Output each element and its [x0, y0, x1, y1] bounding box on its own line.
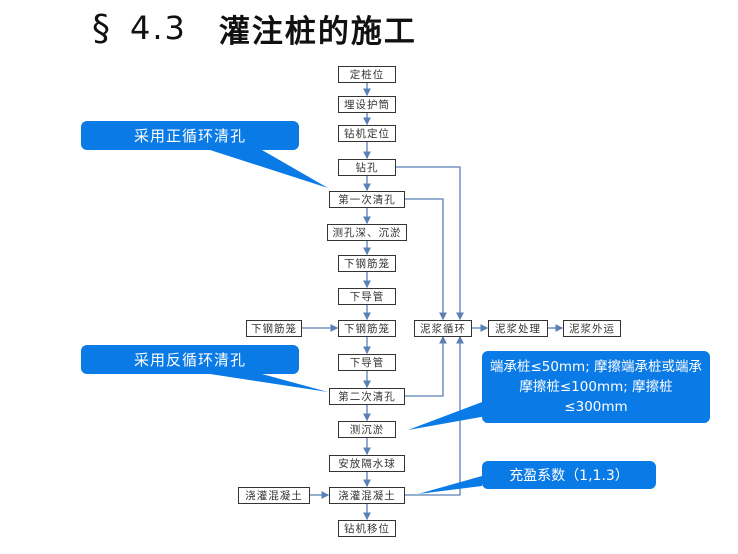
callout-pointer-forward [210, 150, 328, 188]
connector-second-clean-to-slurry [405, 335, 447, 397]
step-pour-concrete: 浇灌混凝土 [329, 487, 405, 504]
slurry-transport: 泥浆外运 [563, 320, 621, 337]
step-bury-casing: 埋设护筒 [338, 96, 396, 113]
callout-pointer-fill [418, 476, 482, 494]
step-position-rig: 钻机定位 [338, 125, 396, 142]
section-title: 灌注桩的施工 [218, 13, 417, 50]
step-first-cleaning: 第一次清孔 [329, 191, 405, 208]
slurry-circulation: 泥浆循环 [414, 320, 472, 337]
step-move-rig: 钻机移位 [338, 520, 396, 537]
step-place-water-ball: 安放隔水球 [329, 455, 405, 472]
section-symbol: § [92, 7, 110, 49]
step-drilling: 钻孔 [338, 159, 396, 176]
slide-title: § 4.3 灌注桩的施工 [92, 6, 417, 50]
slurry-treatment: 泥浆处理 [488, 320, 548, 337]
section-number: 4.3 [130, 9, 187, 47]
input-pour-concrete: 浇灌混凝土 [238, 487, 310, 504]
step-measure-depth-sediment: 测孔深、沉淤 [327, 224, 407, 241]
connector-drilling-to-slurry [396, 166, 464, 321]
step-lower-tremie-2: 下导管 [338, 354, 396, 371]
callout-pointer-reverse [210, 374, 328, 392]
callout-forward-circulation: 采用正循环清孔 [81, 121, 299, 150]
step-lower-tremie-1: 下导管 [338, 288, 396, 305]
step-set-pile-position: 定桩位 [338, 66, 396, 83]
step-lower-rebar-cage-1: 下钢筋笼 [338, 255, 396, 272]
step-lower-rebar-cage-2: 下钢筋笼 [338, 320, 396, 337]
callout-fill-coefficient: 充盈系数（1,1.3） [482, 461, 656, 489]
input-rebar-cage: 下钢筋笼 [246, 320, 302, 337]
step-second-cleaning: 第二次清孔 [329, 388, 405, 405]
callout-reverse-circulation: 采用反循环清孔 [81, 345, 299, 374]
step-measure-sediment: 测沉淤 [338, 421, 396, 438]
callout-sediment-limits: 端承桩≤50mm; 摩擦端承桩或端承摩擦桩≤100mm; 摩擦桩≤300mm [482, 351, 710, 423]
connector-first-clean-to-slurry [405, 198, 447, 321]
connector-pour-to-slurry [405, 335, 464, 496]
